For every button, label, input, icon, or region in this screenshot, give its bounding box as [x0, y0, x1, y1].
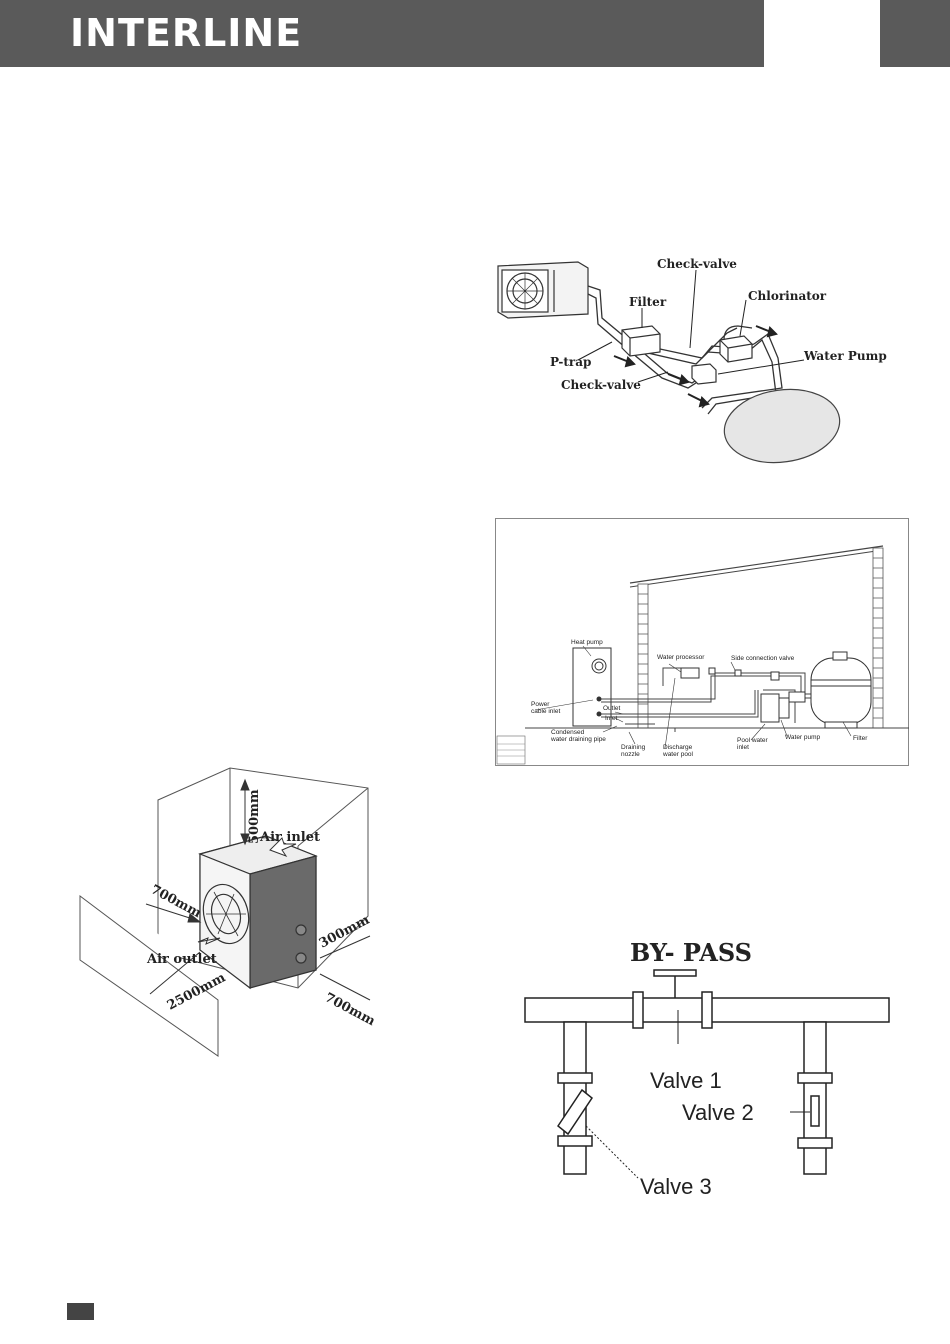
label-inlet: Inlet: [605, 715, 617, 722]
label-side-connection-valve: Side connection valve: [731, 655, 795, 662]
label-discharge-1: Discharge: [663, 744, 693, 751]
bypass-title: BY- PASS: [630, 938, 752, 967]
page-number-marker: [67, 1303, 94, 1320]
label-valve-1: Valve 1: [650, 1068, 722, 1093]
label-heat-pump: Heat pump: [571, 639, 603, 646]
label-water-processor: Water processor: [657, 654, 705, 661]
label-pool-inlet-2: inlet: [737, 744, 749, 751]
label-air-outlet: Air outlet: [146, 952, 217, 967]
label-filter: Filter: [853, 735, 868, 742]
bypass-diagram: BY- PASS Valve 1 Valve: [520, 930, 892, 1205]
heat-pump-box: [572, 647, 612, 727]
installation-diagram: Heat pump Water processor Side connectio…: [495, 518, 909, 766]
label-power-1: Power: [531, 701, 550, 708]
label-water-pump: Water Pump: [803, 349, 887, 363]
brand-logo: INTERLINE: [70, 11, 303, 55]
filter-box: [621, 325, 661, 357]
pump-and-filter: [760, 651, 872, 729]
label-check-valve-top: Check-valve: [657, 257, 737, 271]
label-outlet: Outlet: [603, 705, 621, 712]
label-condensed-1: Condensed: [551, 729, 585, 736]
heat-pump-unit: [497, 261, 589, 319]
label-700mm-bottom: 700mm: [322, 990, 378, 1029]
chlorinator-box: [719, 325, 753, 363]
label-pool-inlet-1: Pool water: [737, 737, 769, 744]
label-power-2: cable inlet: [531, 708, 560, 715]
label-700mm-left: 700mm: [148, 882, 204, 921]
plumbing-diagram: Check-valve Chlorinator Filter P-trap Wa…: [492, 248, 892, 470]
label-chlorinator: Chlorinator: [748, 289, 827, 303]
label-condensed-2: water draining pipe: [550, 736, 606, 743]
label-valve-2: Valve 2: [682, 1100, 754, 1125]
label-p-trap: P-trap: [550, 355, 591, 369]
label-discharge-2: water pool: [662, 751, 694, 758]
label-check-valve-bottom: Check-valve: [561, 378, 641, 392]
pool-shape: [723, 388, 841, 464]
label-300mm: 300mm: [317, 913, 373, 952]
water-pump-box: [691, 363, 717, 385]
header-tab: [764, 0, 880, 67]
label-filter: Filter: [629, 295, 667, 309]
label-valve-3: Valve 3: [640, 1174, 712, 1199]
label-draining-2: nozzle: [621, 751, 640, 758]
label-500mm: 500mm: [247, 789, 262, 844]
clearance-diagram: 500mm Air inlet 700mm 300mm Air outlet 2…: [70, 764, 390, 1064]
label-draining-1: Draining: [621, 744, 646, 751]
label-water-pump: Water pump: [785, 734, 821, 741]
label-air-inlet: Air inlet: [259, 830, 320, 845]
water-processor-box: [680, 667, 700, 679]
